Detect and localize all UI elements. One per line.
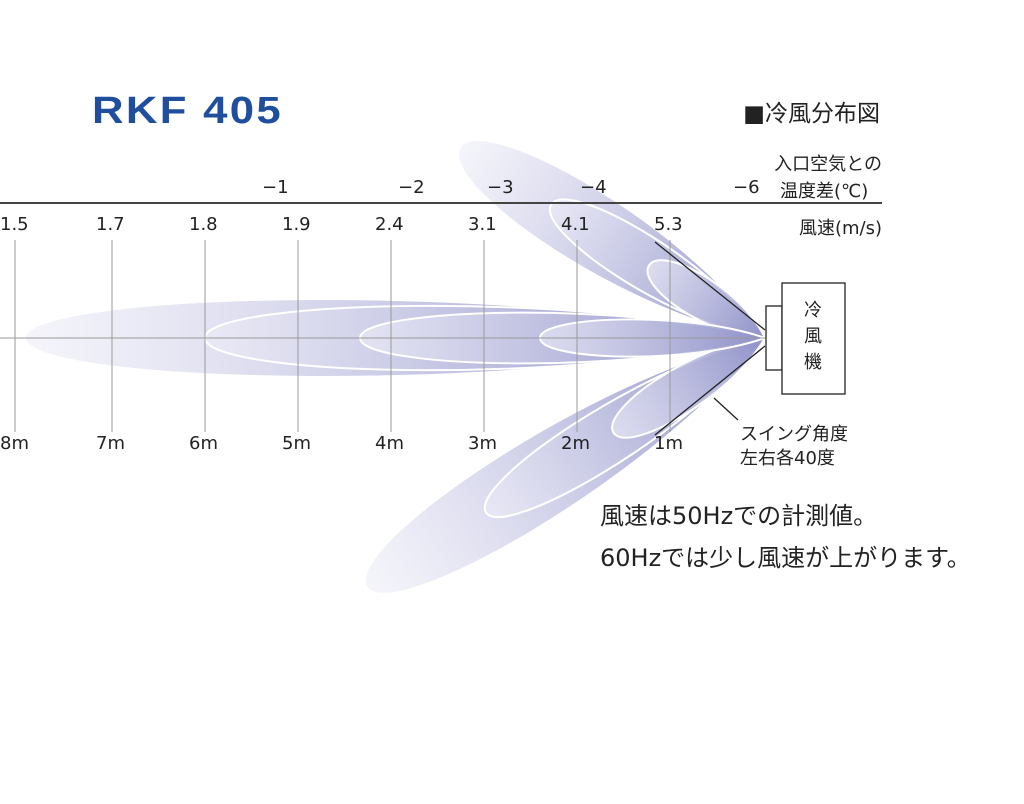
speed-label: 3.1 — [468, 214, 497, 235]
diagram-title: ■冷風分布図 — [743, 101, 880, 127]
distance-label: 7m — [96, 433, 125, 454]
temp-label: −6 — [733, 177, 760, 198]
speed-label: 5.3 — [654, 214, 683, 235]
temp-header-line2: 温度差(℃) — [780, 181, 869, 202]
note-line2: 60Hzでは少し風速が上がります。 — [600, 544, 971, 572]
temp-header-line1: 入口空気との — [774, 154, 882, 175]
temp-label: −1 — [262, 177, 289, 198]
distance-label: 2m — [561, 433, 590, 454]
swing-leader-line — [713, 397, 739, 421]
distance-label: 3m — [468, 433, 497, 454]
swing-angle-line2: 左右各40度 — [740, 448, 835, 469]
distance-label: 4m — [375, 433, 404, 454]
speed-label: 4.1 — [561, 214, 590, 235]
airflow-lobe-swing — [611, 336, 767, 439]
speed-label: 1.9 — [282, 214, 311, 235]
distance-label: 8m — [0, 433, 29, 454]
speed-label: 1.8 — [189, 214, 218, 235]
distance-label: 6m — [189, 433, 218, 454]
temp-label: −2 — [398, 177, 425, 198]
distance-label: 5m — [282, 433, 311, 454]
speed-label: 2.4 — [375, 214, 404, 235]
swing-limit-lower — [654, 345, 766, 436]
unit-outlet — [765, 305, 783, 371]
temp-label: −3 — [487, 177, 514, 198]
speed-label: 1.7 — [96, 214, 125, 235]
cooler-unit-label: 冷風機 — [804, 300, 822, 373]
note-line1: 風速は50Hzでの計測値。 — [600, 502, 878, 530]
speed-label: 1.5 — [0, 214, 29, 235]
temp-label: −4 — [580, 177, 607, 198]
distance-label: 1m — [654, 433, 683, 454]
swing-angle-line1: スイング角度 — [740, 424, 848, 445]
product-logo: RKF 405 — [92, 90, 283, 132]
cooler-unit — [781, 282, 846, 395]
swing-limit-upper — [654, 241, 766, 331]
speed-header: 風速(m/s) — [798, 218, 882, 239]
